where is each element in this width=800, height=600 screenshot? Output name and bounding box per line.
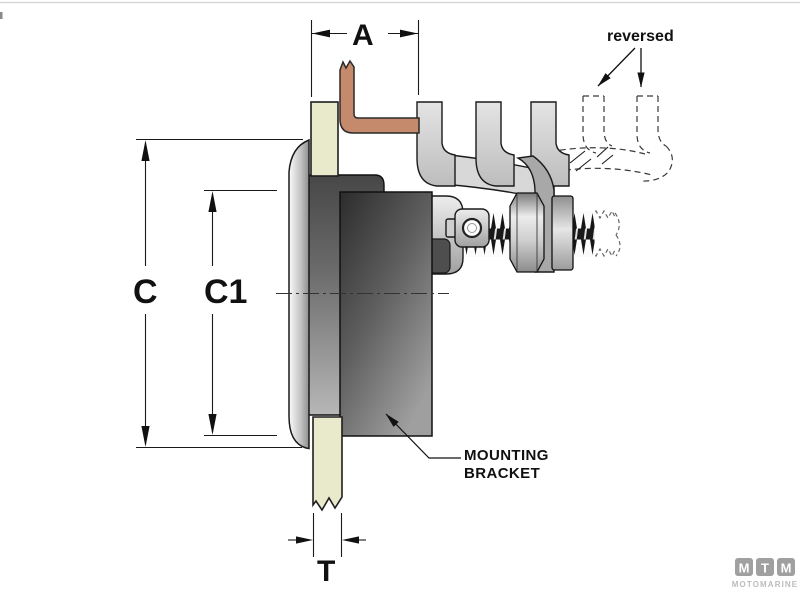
brand-logo: M T M MOTOMARINE xyxy=(732,558,798,589)
dimension-t: T xyxy=(288,513,366,588)
threaded-stud-assembly xyxy=(425,192,595,275)
panel-lower xyxy=(312,416,343,512)
stud-thread-right xyxy=(572,211,595,257)
hex-nut xyxy=(509,192,545,273)
dimension-c1-label: C1 xyxy=(204,273,247,311)
ghost-tab-marks xyxy=(569,146,614,172)
reversed-label: reversed xyxy=(607,28,674,45)
a-arrowhead-left-icon xyxy=(312,29,330,38)
c-arrowhead-down-icon xyxy=(141,426,150,447)
ghost-outer-curve xyxy=(639,145,673,182)
reversed-annotation: reversed xyxy=(597,28,674,88)
ghost-thread xyxy=(591,209,621,258)
scan-artifacts xyxy=(0,1,800,19)
logo-tile-3 xyxy=(777,558,795,576)
ghost-bracket-reversed xyxy=(544,95,673,258)
ghost-finger1-left xyxy=(582,96,597,154)
c1-arrowhead-up-icon xyxy=(208,191,217,212)
mounting-bracket-callout: MOUNTING BRACKET xyxy=(385,413,549,482)
reversed-arrow-left-icon xyxy=(597,47,636,87)
logo-letter-2: T xyxy=(761,561,769,576)
washer xyxy=(551,195,574,271)
hex-nut-facets xyxy=(516,194,538,271)
t-arrowhead-left-icon xyxy=(296,536,313,544)
mounting-bracket-box xyxy=(339,191,433,437)
dimension-a-label: A xyxy=(352,19,374,52)
mounting-strap xyxy=(416,101,570,273)
logo-wordmark: MOTOMARINE xyxy=(732,580,798,589)
scan-mark-left xyxy=(0,12,3,19)
a-arrowhead-right-icon xyxy=(400,29,418,38)
mounting-bracket-label-line1: MOUNTING xyxy=(464,447,549,464)
ghost-finger2-right xyxy=(657,96,667,147)
callout-leader-arrow-icon xyxy=(385,413,461,459)
c-arrowhead-up-icon xyxy=(141,140,150,161)
logo-letter-3: M xyxy=(781,561,792,576)
terminal-hole xyxy=(461,217,483,239)
dimension-c1: C1 xyxy=(204,189,277,437)
instrument-panel xyxy=(310,101,343,512)
dimension-a: A xyxy=(310,19,420,97)
copper-tube xyxy=(339,59,420,134)
logo-tile-2 xyxy=(756,558,774,576)
bezel-rim xyxy=(288,138,310,450)
strap-finger-1 xyxy=(416,101,456,187)
capillary-tube xyxy=(339,59,420,134)
panel-upper xyxy=(310,101,339,177)
ghost-thread-end xyxy=(614,212,621,257)
bezel xyxy=(288,138,310,450)
ghost-finger1-right xyxy=(603,96,613,147)
ghost-thread-top xyxy=(591,209,616,220)
bracket-block xyxy=(339,191,433,437)
dimension-c: C xyxy=(133,138,303,449)
t-arrowhead-right-icon xyxy=(342,536,359,544)
logo-letter-1: M xyxy=(739,561,750,576)
terminal-hole-inner xyxy=(467,223,477,233)
logo-tile-1 xyxy=(735,558,753,576)
dimension-t-label: T xyxy=(317,555,335,588)
c1-arrowhead-down-icon xyxy=(208,414,217,435)
strap-finger-2 xyxy=(475,101,515,187)
ghost-thread-bottom xyxy=(591,247,616,258)
mounting-bracket-label-line2: BRACKET xyxy=(464,465,540,482)
dimension-c-label: C xyxy=(133,273,158,311)
ghost-finger2-left xyxy=(636,96,651,154)
